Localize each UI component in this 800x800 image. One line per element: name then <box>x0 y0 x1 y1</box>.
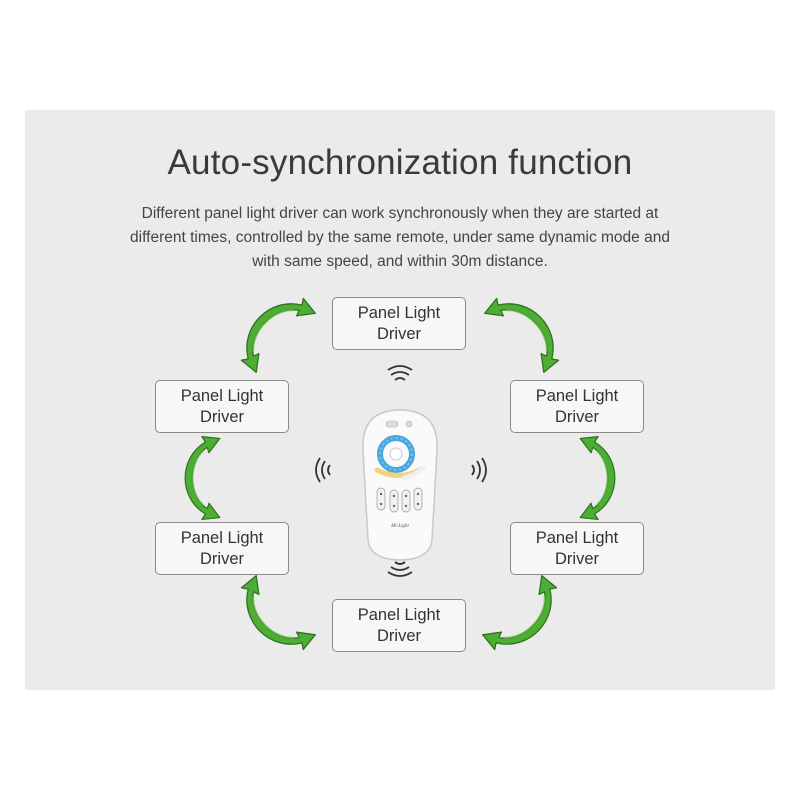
node-label-line2: Driver <box>200 549 244 568</box>
node-label-line2: Driver <box>377 324 421 343</box>
panel-light-driver-upper-left: Panel Light Driver <box>155 380 289 433</box>
sync-arrow-bottom-left <box>228 573 318 663</box>
sync-arrow-top-left <box>228 285 318 375</box>
node-label-line2: Driver <box>377 626 421 645</box>
node-label-line2: Driver <box>555 549 599 568</box>
signal-waves-right-icon <box>471 457 487 483</box>
signal-waves-left-icon <box>315 457 331 483</box>
sync-arrow-left <box>184 435 221 521</box>
signal-waves-bottom-icon <box>387 561 413 577</box>
panel-light-driver-top: Panel Light Driver <box>332 297 466 350</box>
sync-arrow-bottom-right <box>480 573 570 663</box>
panel-light-driver-lower-left: Panel Light Driver <box>155 522 289 575</box>
node-label-line1: Panel Light <box>180 386 264 405</box>
diagram-background <box>25 110 775 690</box>
remote-control-icon: Mi-Light <box>362 409 438 561</box>
panel-light-driver-lower-right: Panel Light Driver <box>510 522 644 575</box>
node-label-line1: Panel Light <box>357 303 441 322</box>
description-text: Different panel light driver can work sy… <box>130 205 670 270</box>
node-label-line1: Panel Light <box>535 528 619 547</box>
node-label-line1: Panel Light <box>357 605 441 624</box>
node-label-line2: Driver <box>200 407 244 426</box>
node-label-line1: Panel Light <box>535 386 619 405</box>
sync-arrow-right <box>579 435 616 521</box>
node-label-line2: Driver <box>555 407 599 426</box>
node-label-line1: Panel Light <box>180 528 264 547</box>
panel-light-driver-bottom: Panel Light Driver <box>332 599 466 652</box>
remote-brand-label: Mi-Light <box>390 524 409 529</box>
panel-light-driver-upper-right: Panel Light Driver <box>510 380 644 433</box>
page-title: Auto-synchronization function <box>167 143 633 182</box>
sync-arrow-top-right <box>482 285 572 375</box>
signal-waves-top-icon <box>387 365 413 381</box>
